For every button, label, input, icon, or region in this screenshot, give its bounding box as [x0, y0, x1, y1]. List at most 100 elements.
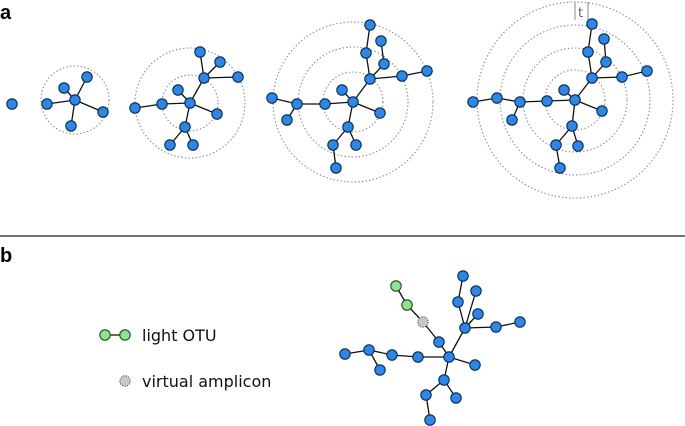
otu-node — [450, 392, 462, 404]
otu-node — [506, 114, 518, 126]
radius-marker-label: t — [578, 6, 583, 21]
radius-ring — [134, 47, 246, 159]
otu-node — [412, 351, 424, 363]
radius-ring — [272, 21, 434, 183]
otu-node — [375, 35, 387, 47]
otu-node — [378, 58, 390, 70]
legend-item-virtual-amplicon: virtual amplicon — [119, 372, 271, 391]
otu-node — [572, 140, 584, 152]
virtual-amplicon-node — [417, 316, 429, 328]
otu-node — [319, 98, 331, 110]
legend-item-light-otu: light OTU — [99, 326, 217, 345]
otu-node — [443, 351, 455, 363]
legend: light OTU virtual amplicon — [99, 326, 271, 391]
otu-node — [467, 96, 479, 108]
light-otu-node — [390, 280, 402, 292]
otu-node — [194, 46, 206, 58]
radius-ring — [40, 65, 110, 135]
otu-node — [438, 374, 450, 386]
otu-node — [452, 296, 464, 308]
otu-node — [339, 348, 351, 360]
otu-node — [266, 92, 278, 104]
light-otu-node — [401, 299, 413, 311]
stage-2-network — [40, 65, 110, 135]
otu-node — [491, 92, 503, 104]
panel-label-b: b — [0, 245, 12, 267]
otu-node — [179, 121, 191, 133]
otu-node — [291, 98, 303, 110]
otu-node — [172, 84, 184, 96]
otu-node — [58, 82, 70, 94]
otu-node — [187, 139, 199, 151]
light-otu-node-icon — [99, 329, 111, 341]
otu-node — [616, 71, 628, 83]
legend-label-virtual-amplicon: virtual amplicon — [142, 372, 271, 391]
otu-node — [424, 414, 436, 426]
stage-1-network — [6, 98, 18, 110]
panel-b: light OTU virtual amplicon — [99, 270, 526, 426]
stage-5-network: t — [467, 1, 674, 199]
light-otu-node-icon — [119, 329, 131, 341]
otu-node — [514, 96, 526, 108]
otu-node — [363, 344, 375, 356]
otu-node — [472, 308, 484, 320]
edge — [464, 290, 477, 329]
otu-node — [81, 71, 93, 83]
otu-node — [421, 65, 433, 77]
otu-node — [582, 46, 594, 58]
panel-b-network — [339, 270, 526, 426]
otu-node — [641, 65, 653, 77]
otu-node — [129, 102, 141, 114]
otu-node — [364, 19, 376, 31]
otu-node — [156, 98, 168, 110]
otu-node — [490, 321, 502, 333]
otu-node — [350, 139, 362, 151]
otu-node — [342, 121, 354, 133]
otu-node — [374, 364, 386, 376]
otu-node — [386, 349, 398, 361]
otu-node — [211, 108, 223, 120]
otu-node — [586, 72, 598, 84]
stage-4-network — [266, 19, 434, 183]
otu-node — [457, 270, 469, 282]
panel-label-a: a — [0, 2, 12, 24]
otu-node — [600, 56, 612, 68]
otu-node — [327, 139, 339, 151]
otu-node — [347, 96, 359, 108]
radius-ring — [297, 46, 409, 158]
otu-node — [469, 359, 481, 371]
stage-3-network — [129, 46, 246, 159]
otu-node — [459, 322, 471, 334]
otu-node — [554, 162, 566, 174]
otu-node — [396, 70, 408, 82]
otu-node — [433, 336, 445, 348]
otu-node — [232, 71, 244, 83]
otu-node — [598, 33, 610, 45]
otu-node — [164, 139, 176, 151]
otu-node — [550, 139, 562, 151]
otu-node — [281, 114, 293, 126]
otu-node — [374, 107, 386, 119]
otu-node — [65, 120, 77, 132]
otu-node — [198, 72, 210, 84]
otu-node — [541, 95, 553, 107]
radius-ring — [161, 74, 219, 132]
virtual-amplicon-node-icon — [119, 375, 131, 387]
otu-node — [336, 84, 348, 96]
otu-node — [558, 84, 570, 96]
otu-node — [330, 162, 342, 174]
otu-node — [470, 285, 482, 297]
otu-node — [97, 106, 109, 118]
otu-node — [69, 94, 81, 106]
otu-node — [420, 389, 432, 401]
otu-node — [214, 56, 226, 68]
otu-node — [569, 94, 581, 106]
otu-node — [41, 98, 53, 110]
otu-node — [364, 73, 376, 85]
panel-a: t — [6, 1, 674, 199]
otu-node — [184, 97, 196, 109]
otu-node — [360, 47, 372, 59]
legend-label-light-otu: light OTU — [142, 326, 217, 345]
otu-node — [514, 316, 526, 328]
